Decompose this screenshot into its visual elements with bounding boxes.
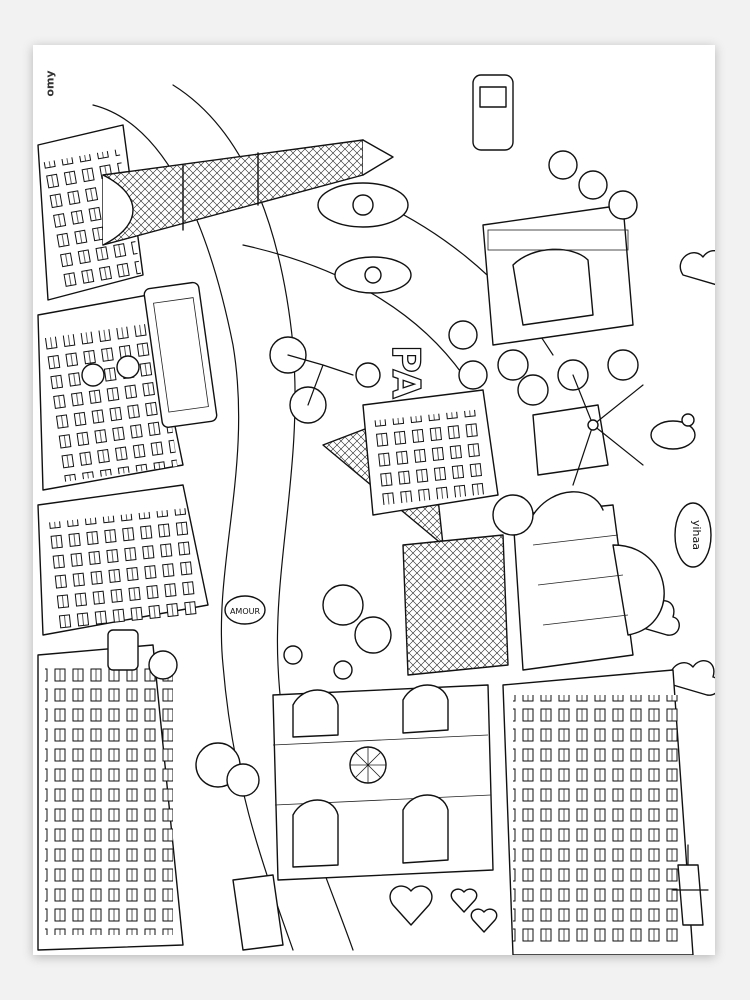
yihaa-bubble: yihaa bbox=[674, 502, 712, 568]
trees-center bbox=[322, 494, 534, 654]
eiffel-tower bbox=[102, 139, 394, 246]
yihaa-text: yihaa bbox=[690, 520, 703, 550]
cloud-1 bbox=[679, 249, 715, 286]
cyclist bbox=[269, 336, 381, 424]
paris-illustration: PARIS yihaa bbox=[37, 74, 715, 955]
cloud-3 bbox=[669, 659, 715, 696]
building-right-bottom bbox=[502, 669, 694, 955]
characters-center bbox=[107, 629, 353, 680]
hearts bbox=[389, 885, 498, 933]
arc-de-triomphe bbox=[482, 204, 634, 346]
amour-bubble: AMOUR bbox=[224, 595, 266, 625]
notre-dame bbox=[272, 684, 494, 881]
windmill bbox=[532, 374, 644, 486]
bus bbox=[143, 281, 218, 428]
coloring-page: omy bbox=[33, 45, 715, 955]
building-left-lower bbox=[37, 484, 209, 636]
amour-text: AMOUR bbox=[230, 607, 261, 616]
louvre-building bbox=[362, 389, 499, 516]
trees-right bbox=[448, 150, 639, 406]
boat bbox=[232, 874, 284, 951]
car-top bbox=[472, 74, 514, 151]
airplane bbox=[672, 844, 709, 926]
cartoon-face bbox=[317, 182, 412, 294]
building-left-middle bbox=[37, 294, 184, 491]
sacre-coeur bbox=[512, 491, 665, 671]
bird bbox=[650, 413, 696, 450]
glass-building bbox=[402, 534, 509, 676]
snowman bbox=[195, 742, 260, 797]
building-left-bottom bbox=[37, 644, 184, 951]
